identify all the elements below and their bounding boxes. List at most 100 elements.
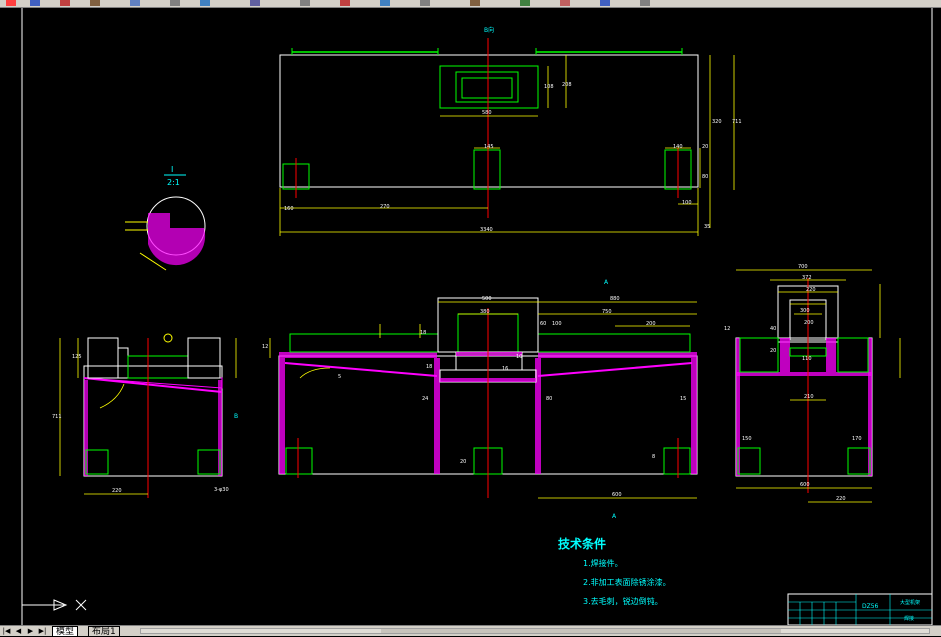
svg-text:16: 16 [502,366,508,372]
svg-text:600: 600 [800,482,810,488]
drawing-border [21,8,933,625]
right-view [735,269,901,503]
svg-text:24: 24 [422,396,428,402]
svg-text:300: 300 [800,308,810,314]
section-view: A A [269,279,698,520]
svg-text:200: 200 [646,321,656,327]
svg-text:750: 750 [602,309,612,315]
svg-text:100: 100 [552,321,562,327]
tab-model[interactable]: 模型 [52,626,79,637]
drawing-canvas[interactable]: B向 [0,8,941,625]
toolbar-icon[interactable] [250,0,260,6]
svg-text:35: 35 [704,224,710,230]
svg-text:108: 108 [544,84,554,90]
top-view: B向 [279,26,735,236]
toolbar-icon[interactable] [340,0,350,6]
svg-text:210: 210 [804,394,814,400]
tab-layout1[interactable]: 布局1 [88,626,120,637]
svg-text:220: 220 [806,287,816,293]
svg-text:80: 80 [702,174,708,180]
svg-text:170: 170 [852,436,862,442]
tech-req-item: 2.非加工表面除锈涂漆。 [583,577,671,587]
svg-text:320: 320 [712,119,722,125]
svg-text:100: 100 [682,200,692,206]
detail-scale: 2:1 [167,178,180,187]
technical-requirements: 技术条件 1.焊接件。 2.非加工表面除锈涂漆。 3.去毛刺，锐边倒钝。 [558,536,671,606]
svg-text:125: 125 [72,354,82,360]
svg-text:600: 600 [612,492,622,498]
toolbar [0,0,941,8]
svg-text:20: 20 [702,144,708,150]
section-view-label: A [604,279,609,286]
detail-label: I [171,165,173,174]
ucs-icon [22,599,87,611]
svg-text:20: 20 [770,348,776,354]
svg-text:380: 380 [480,309,490,315]
detail-view: I 2:1 [125,165,206,271]
svg-text:12: 12 [724,326,730,332]
svg-text:18: 18 [426,364,432,370]
next-tab-icon[interactable]: ▶ [27,627,34,635]
svg-text:270: 270 [380,204,390,210]
toolbar-icon[interactable] [200,0,210,6]
svg-text:500: 500 [482,296,492,302]
svg-text:40: 40 [770,326,776,332]
toolbar-icon[interactable] [170,0,180,6]
toolbar-icon[interactable] [420,0,430,6]
toolbar-icon[interactable] [6,0,16,6]
toolbar-icon[interactable] [470,0,480,6]
toolbar-icon[interactable] [560,0,570,6]
section-arrow-label: A [612,513,617,520]
svg-text:10: 10 [516,354,522,360]
svg-text:711: 711 [732,119,742,125]
toolbar-icon[interactable] [60,0,70,6]
toolbar-icon[interactable] [640,0,650,6]
prev-tab-icon[interactable]: ◀ [15,627,22,635]
svg-text:3-φ30: 3-φ30 [214,487,229,493]
svg-text:372: 372 [802,275,812,281]
toolbar-icon[interactable] [600,0,610,6]
svg-text:150: 150 [742,436,752,442]
material: 焊接 [904,615,914,622]
toolbar-icon[interactable] [520,0,530,6]
toolbar-icon[interactable] [90,0,100,6]
horizontal-scrollbar[interactable] [140,628,930,634]
tech-req-item: 1.焊接件。 [583,558,623,568]
layout-tab-bar: |◀ ◀ ▶ ▶| 模型 布局1 [0,625,941,637]
toolbar-icon[interactable] [300,0,310,6]
left-view-dimensions: 125 711 220 3-φ30 [52,354,229,494]
svg-text:18: 18 [420,330,426,336]
title-block: DZ56 大型机架 焊接 [787,593,933,625]
svg-text:8: 8 [652,454,655,460]
section-view-dimensions: 500 380 880 750 200 60 100 12 18 24 10 1… [262,296,686,498]
svg-text:160: 160 [284,206,294,212]
toolbar-icon[interactable] [30,0,40,6]
right-view-dimensions: 700 372 220 300 200 110 210 40 12 20 150… [724,264,862,502]
drawing-number: DZ56 [862,603,879,610]
svg-text:110: 110 [802,356,812,362]
scrollbar-thumb[interactable] [381,629,781,633]
part-name: 大型机架 [900,599,920,606]
toolbar-icon[interactable] [130,0,140,6]
left-view: B [59,333,238,498]
tech-req-item: 3.去毛刺，锐边倒钝。 [583,596,663,606]
svg-text:200: 200 [804,320,814,326]
first-tab-icon[interactable]: |◀ [2,627,11,635]
svg-text:60: 60 [540,321,546,327]
svg-text:15: 15 [680,396,686,402]
svg-text:880: 880 [610,296,620,302]
svg-text:5: 5 [338,374,341,380]
tech-req-title: 技术条件 [558,536,606,551]
svg-text:208: 208 [562,82,572,88]
svg-text:580: 580 [482,110,492,116]
svg-text:220: 220 [836,496,846,502]
top-view-dimensions: 580 108 208 145 140 20 320 711 80 100 27… [284,82,742,233]
svg-text:145: 145 [484,144,494,150]
svg-text:220: 220 [112,488,122,494]
svg-text:140: 140 [673,144,683,150]
toolbar-icon[interactable] [380,0,390,6]
left-view-label: B [234,413,238,420]
svg-text:20: 20 [460,459,466,465]
svg-text:711: 711 [52,414,62,420]
last-tab-icon[interactable]: ▶| [38,627,47,635]
